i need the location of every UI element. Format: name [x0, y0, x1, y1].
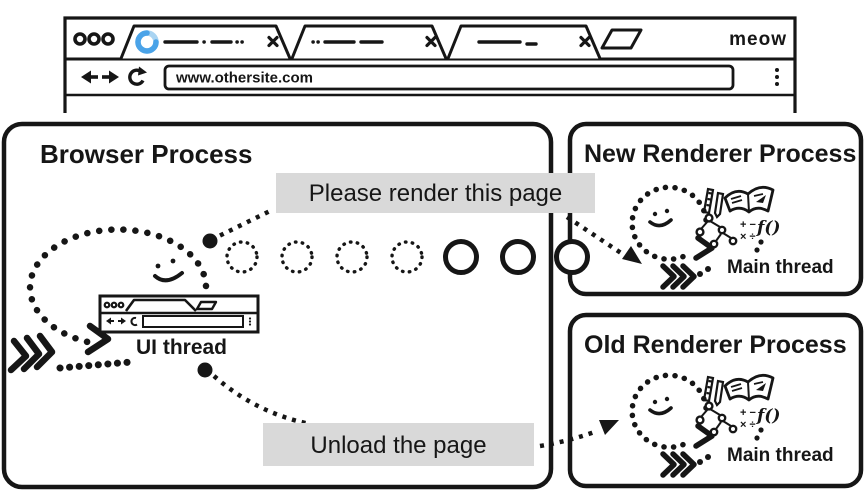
- svg-text:Unload the page: Unload the page: [310, 432, 486, 459]
- window-frame: [63, 16, 797, 113]
- message-pipeline: [225, 239, 590, 275]
- dotted-circle: [225, 240, 259, 274]
- url-input[interactable]: [163, 64, 735, 91]
- math-icon: × ÷: [740, 231, 756, 243]
- close-icon[interactable]: [425, 35, 437, 48]
- arrowhead-icon: [599, 420, 619, 435]
- close-icon[interactable]: [267, 35, 279, 48]
- old-renderer-title: Old Renderer Process: [584, 331, 847, 359]
- fast-forward-icon: [660, 263, 697, 290]
- old-main-thread-label: Main thread: [727, 445, 834, 466]
- new-main-thread-label: Main thread: [727, 257, 834, 278]
- trail-dot: [697, 271, 703, 277]
- ui-thread-label: UI thread: [136, 336, 227, 359]
- main-thread-loop: [629, 184, 709, 262]
- smiley-icon: [648, 208, 673, 228]
- arrowhead-icon: [622, 246, 642, 264]
- render-message-label: Please render this page: [276, 173, 595, 213]
- arrow-to-old-renderer: [539, 420, 619, 449]
- reload-button[interactable]: [128, 66, 147, 86]
- browser-process-box: [1, 121, 554, 490]
- message-dot-top: [202, 233, 218, 249]
- trail-dots: [56, 358, 135, 372]
- loop-arrowhead-icon: [84, 322, 112, 356]
- traffic-lights-icon[interactable]: [73, 32, 115, 46]
- fast-forward-icon: [7, 332, 56, 374]
- brand-label: meow: [729, 29, 787, 50]
- smiley-icon: [153, 258, 184, 283]
- tab-3[interactable]: [446, 24, 602, 60]
- mini-browser-icon: [98, 294, 260, 334]
- message-dot-bottom: [197, 362, 213, 378]
- ui-thread-illustration: UI thread: [7, 207, 311, 427]
- new-renderer-title: New Renderer Process: [584, 140, 856, 168]
- unload-message-label: Unload the page: [263, 423, 534, 466]
- dotted-circle: [335, 240, 369, 274]
- loop-arrowhead-icon: [693, 235, 715, 261]
- dotted-circle: [390, 240, 424, 274]
- close-icon[interactable]: [579, 35, 591, 48]
- forward-button[interactable]: [102, 70, 119, 84]
- book-icon: [723, 185, 775, 214]
- solid-circle: [554, 239, 590, 275]
- trail-dot: [754, 247, 760, 253]
- back-button[interactable]: [81, 70, 98, 84]
- dotted-path-to-unload-label: [212, 374, 311, 427]
- svg-text:Please render this page: Please render this page: [309, 180, 563, 207]
- solid-circle: [500, 239, 536, 275]
- menu-dots-icon[interactable]: [775, 68, 779, 86]
- tab-loading[interactable]: [119, 24, 292, 60]
- ui-thread-loop: [26, 226, 210, 348]
- new-renderer-illustration: + − × ÷ f(): [629, 184, 780, 290]
- arrow-to-new-renderer: [565, 215, 642, 264]
- browser-process-title: Browser Process: [40, 139, 252, 169]
- spinner-arc: [135, 30, 159, 54]
- browser-window: meow www.othersite.com: [63, 16, 797, 113]
- new-tab-button[interactable]: [600, 28, 643, 50]
- url-text: www.othersite.com: [175, 70, 313, 87]
- trail-dot: [758, 239, 764, 245]
- tab-2[interactable]: [290, 24, 448, 60]
- ruler-pencil-icon: [702, 187, 725, 219]
- trail-dot: [705, 266, 711, 272]
- dotted-circle: [280, 240, 314, 274]
- tab-title-placeholder: [477, 40, 538, 46]
- dom-tree-icon: [695, 213, 738, 249]
- math-icon: + −: [740, 219, 756, 231]
- solid-circle: [443, 239, 479, 275]
- function-icon: f(): [756, 218, 780, 238]
